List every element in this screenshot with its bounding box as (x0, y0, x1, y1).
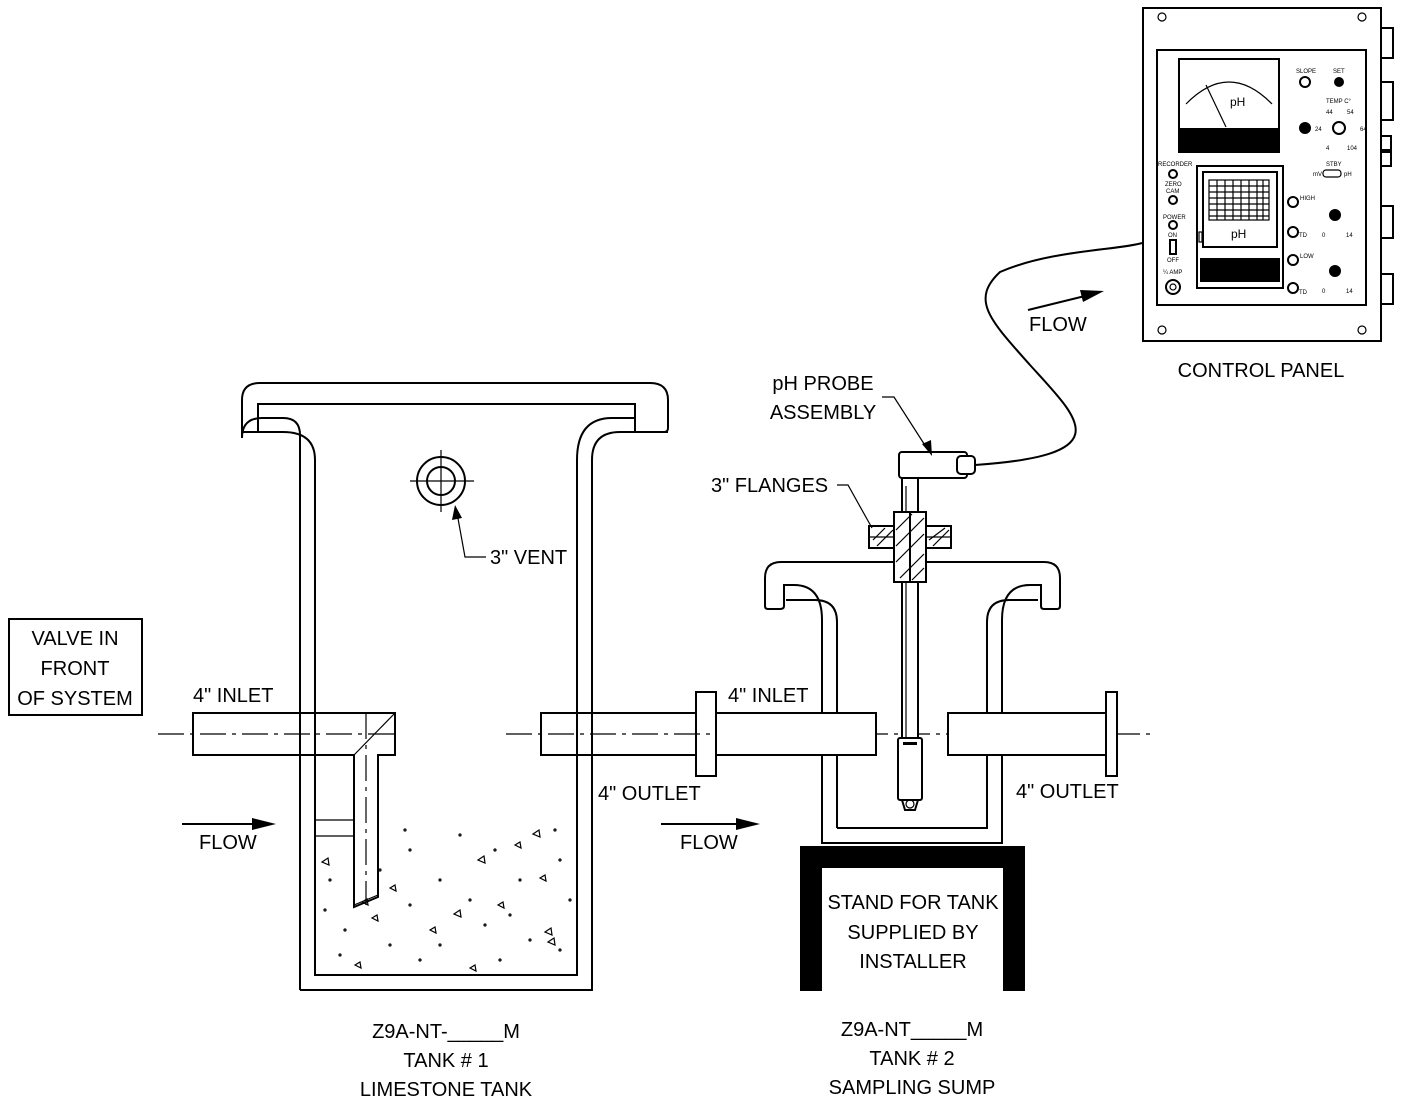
cam-label: CAM (1166, 189, 1179, 195)
inlet-label-tank1: 4" INLET (193, 685, 273, 707)
tank-stand (800, 846, 1025, 991)
temp-scale-label: 24 (1315, 127, 1322, 133)
probe-leader: pH PROBE ASSEMBLY (770, 373, 932, 456)
tank2-name: SAMPLING SUMP (829, 1077, 996, 1099)
probe-flanges (868, 511, 952, 583)
ph-probe-assembly (897, 451, 976, 811)
flow-label: FLOW (680, 832, 738, 854)
recorder-label: pH (1231, 227, 1246, 241)
power-label: POWER (1163, 215, 1186, 221)
probe-label-line: pH PROBE (772, 373, 873, 395)
stby-label: STBY (1326, 162, 1342, 168)
recorder-text: RECORDER (1158, 162, 1193, 168)
limestone-fill (320, 828, 572, 973)
tank1-number: TANK # 1 (403, 1050, 488, 1072)
vent-fitting (410, 450, 474, 512)
dial-max: 14 (1346, 233, 1353, 239)
tank1-model: Z9A-NT-_____M (372, 1021, 520, 1043)
flow-arrow-2: FLOW (661, 818, 760, 854)
stand-label-line: STAND FOR TANK (827, 892, 999, 914)
sampling-sump (715, 561, 1118, 844)
temp-scale-label: 104 (1347, 146, 1358, 152)
slope-label: SLOPE (1296, 69, 1316, 75)
vent-leader: 3" VENT (452, 505, 567, 569)
valve-label-line: OF SYSTEM (17, 688, 133, 710)
dial-max: 14 (1346, 289, 1353, 295)
outlet-label-tank1: 4" OUTLET (598, 783, 701, 805)
tank2-model: Z9A-NT_____M (841, 1019, 983, 1041)
amp-label: ¼ AMP (1163, 270, 1182, 276)
temp-label: TEMP C° (1326, 99, 1352, 105)
dial-min: 0 (1322, 233, 1326, 239)
td-label: TD (1299, 233, 1308, 239)
vent-label: 3" VENT (490, 547, 567, 569)
zero-label: ZERO (1165, 182, 1182, 188)
stand-label-line: SUPPLIED BY (847, 922, 978, 944)
inlet-label-tank2: 4" INLET (728, 685, 808, 707)
flow-arrow-1: FLOW (182, 818, 276, 854)
outlet-label-tank2: 4" OUTLET (1016, 781, 1119, 803)
meter-label: pH (1230, 95, 1245, 109)
mv-label: mV (1313, 172, 1322, 178)
off-label: OFF (1167, 258, 1179, 264)
on-label: ON (1168, 233, 1177, 239)
probe-label-line: ASSEMBLY (770, 402, 876, 424)
stand-label-line: INSTALLER (859, 951, 966, 973)
set-label: SET (1333, 69, 1345, 75)
td-label: TD (1299, 290, 1308, 296)
tank1-name: LIMESTONE TANK (360, 1079, 533, 1101)
flanges-leader: 3" FLANGES (711, 475, 873, 529)
temp-scale-label: 44 (1326, 110, 1333, 116)
flanges-label: 3" FLANGES (711, 475, 828, 497)
ph-switch-label: pH (1344, 172, 1352, 178)
dial-min: 0 (1322, 289, 1326, 295)
temp-scale-label: 54 (1347, 110, 1354, 116)
flow-arrow-3: FLOW (1027, 290, 1104, 336)
temp-scale-label: 64 (1360, 127, 1367, 133)
temp-scale-label: 4 (1326, 146, 1330, 152)
valve-label-box: VALVE IN FRONT OF SYSTEM (8, 618, 143, 716)
flow-label: FLOW (199, 832, 257, 854)
control-panel-label: CONTROL PANEL (1178, 360, 1345, 382)
control-panel: pH pH SLOPE SET TEMP C° 44 54 24 64 4 10… (1142, 7, 1394, 342)
valve-label-line: FRONT (41, 658, 110, 680)
valve-label-line: VALVE IN (31, 628, 118, 650)
low-label: LOW (1300, 254, 1314, 260)
high-label: HIGH (1300, 196, 1315, 202)
tank2-number: TANK # 2 (869, 1048, 954, 1070)
probe-cable (974, 242, 1143, 466)
flow-label: FLOW (1029, 314, 1087, 336)
